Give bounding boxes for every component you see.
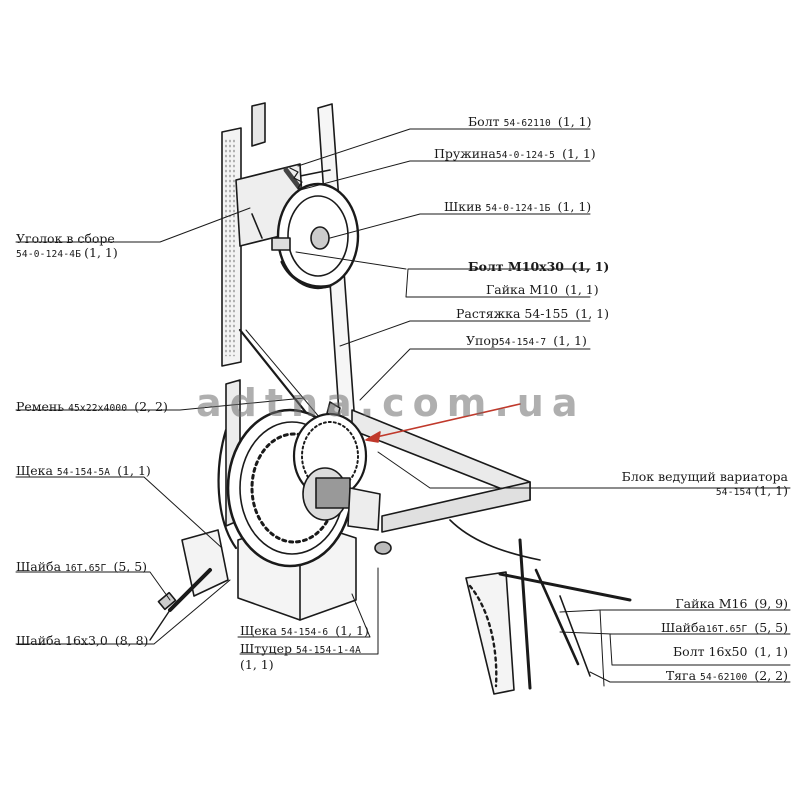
pulley-part <box>276 182 360 290</box>
callout-spring: Пружина54-0-124-5 (1, 1) <box>434 146 596 162</box>
callout-drive-block: Блок ведущий вариатора 54-154(1, 1) <box>621 469 788 499</box>
detail-view <box>449 519 632 695</box>
callout-stop: Упор54-154-7 (1, 1) <box>466 333 587 349</box>
callout-cheek-6: Щека 54-154-6 (1, 1) <box>240 623 369 639</box>
callout-rod: Тяга 54-62100 (2, 2) <box>665 668 788 684</box>
callout-washer-16t65g-right: Шайба16Т.65Г (5, 5) <box>660 620 788 636</box>
callout-brace: Растяжка 54-155 (1, 1) <box>456 306 609 321</box>
callout-pulley: Шкив 54-0-124-1Б (1, 1) <box>444 199 592 215</box>
watermark: adtna.com.ua <box>196 381 586 425</box>
belt-part <box>217 328 321 550</box>
callout-bolt-16x50: Болт 16х50 (1, 1) <box>673 644 788 659</box>
callout-fitting: Штуцер 54-154-1-4А (1, 1) <box>240 641 362 672</box>
callout-corner-assembly: Уголок в сборе 54-0-124-4Б(1, 1) <box>16 231 118 261</box>
washer-linkage-part <box>149 529 229 641</box>
leader-lines <box>15 128 791 683</box>
callout-washer-16t65g-left: Шайба 16Т.65Г (5, 5) <box>16 559 148 575</box>
callout-bolt-m10x30: Болт М10х30 (1, 1) <box>468 259 610 274</box>
callout-nut-m10: Гайка М10 (1, 1) <box>486 282 599 297</box>
callout-cheek-5a: Щека 54-154-5А (1, 1) <box>16 463 151 479</box>
bolt-m10-part <box>251 213 291 251</box>
drive-block-part <box>226 408 392 568</box>
callout-washer-16x3: Шайба 16х3,0 (8, 8) <box>16 633 149 648</box>
callout-belt: Ремень 45х22х4000 (2, 2) <box>16 399 168 415</box>
callout-bolt-54-62110: Болт 54-62110 (1, 1) <box>468 114 592 130</box>
pointer-arrow <box>365 403 521 443</box>
callout-nut-m16: Гайка М16 (9, 9) <box>675 596 788 611</box>
